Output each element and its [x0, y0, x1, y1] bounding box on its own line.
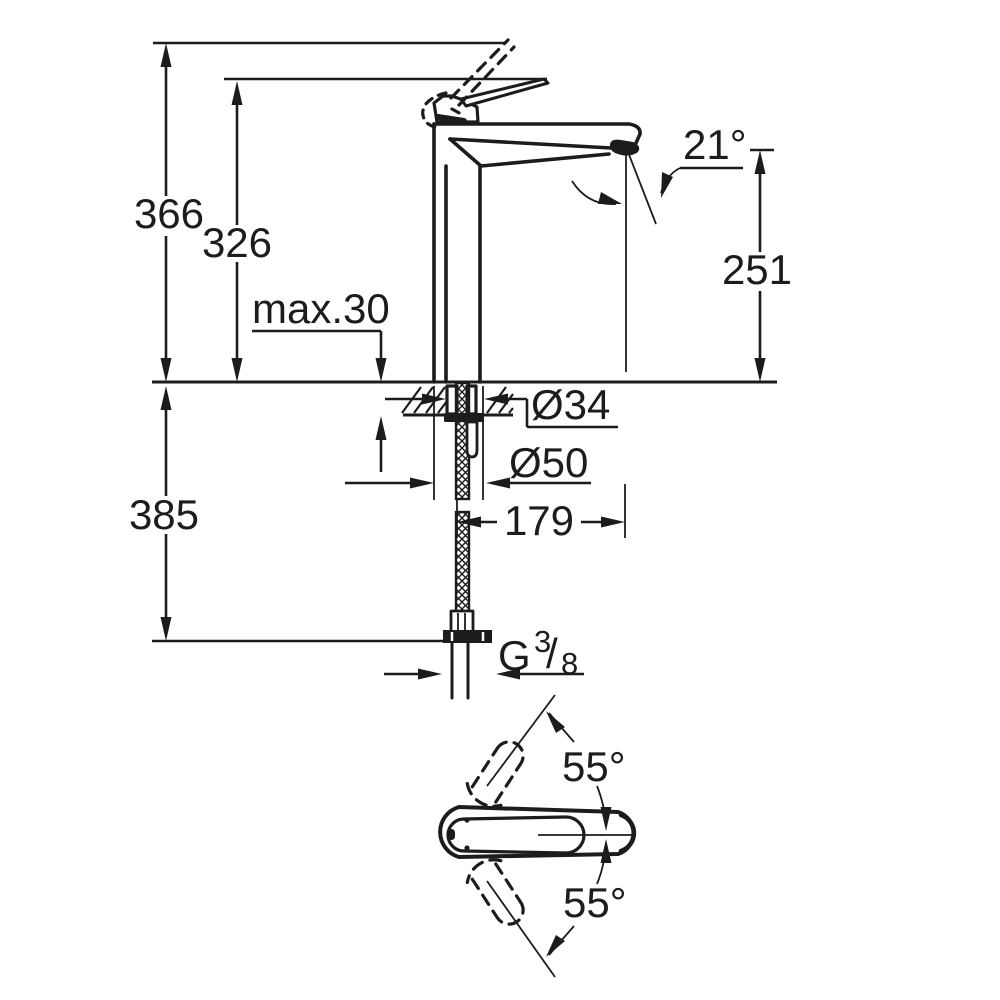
- arrowhead: [160, 617, 172, 641]
- arrowhead: [160, 386, 172, 410]
- aerator-outlet: [609, 139, 640, 156]
- mounting-stud: [465, 420, 479, 459]
- arrowhead: [661, 172, 673, 198]
- under-deck-assembly: [433, 381, 492, 700]
- arrowhead: [457, 516, 481, 528]
- connection-tube: [450, 641, 470, 700]
- arrowhead: [375, 416, 387, 440]
- arrowhead: [160, 43, 172, 67]
- dim-outlet-height-label: 251: [722, 246, 792, 293]
- stream-curved-arrow: [571, 180, 617, 205]
- handle-cap-marker: [447, 829, 455, 840]
- hose-nut-slits: [450, 632, 485, 641]
- dim-thread-slash: /: [546, 630, 558, 677]
- phantom-handle-lower: [465, 858, 525, 926]
- arrowhead: [598, 192, 622, 204]
- arrowhead: [422, 393, 446, 405]
- arrowhead: [754, 358, 766, 382]
- swivel-lower-line: [486, 880, 556, 978]
- handle-dot-top: [464, 817, 470, 823]
- dimension-annotations: 366 326 max.30 385 251 21°: [129, 41, 792, 681]
- dim-hole-diameter-label: Ø34: [531, 381, 610, 428]
- dim-spout-reach-label: 179: [504, 497, 574, 544]
- phantom-handle-upper: [465, 740, 525, 808]
- arrowhead: [600, 839, 612, 863]
- handle-base-shadow: [435, 114, 467, 124]
- arrowhead: [486, 477, 510, 489]
- swivel-upper-line: [486, 694, 556, 787]
- spout-under-front-edge: [479, 152, 611, 168]
- dim-thread-numerator: 3: [534, 624, 551, 659]
- dim-thread-letter: G: [498, 632, 531, 679]
- spout-under-back-edge: [448, 137, 613, 150]
- hose-nut: [443, 630, 492, 643]
- phantom-lever-line-2: [457, 45, 516, 107]
- mounting-washer: [444, 413, 484, 422]
- arrowhead: [375, 358, 387, 382]
- arrowhead: [231, 358, 243, 382]
- phantom-handle-inner-dash: [450, 107, 463, 116]
- handle-tip-cap: [618, 812, 637, 854]
- handle-dot-bottom: [464, 845, 470, 851]
- dim-total-height-label: 366: [134, 190, 204, 237]
- arrowhead: [160, 358, 172, 382]
- handle-lever: [459, 77, 550, 108]
- dim-dia34-lines: [385, 397, 618, 429]
- arrowhead: [410, 477, 434, 489]
- phantom-lever-line-1: [449, 38, 510, 100]
- arrowhead: [601, 516, 625, 528]
- dim-spout-height-label: 326: [202, 219, 272, 266]
- dim-hose-drop-label: 385: [129, 491, 199, 538]
- arrowhead: [546, 935, 565, 957]
- arrowhead: [496, 668, 520, 680]
- arrowhead: [546, 711, 565, 733]
- dim-swivel-upper-label: 55°: [562, 743, 626, 790]
- hose-crimp: [449, 609, 475, 634]
- stream-tilted-line: [627, 151, 657, 225]
- arrowhead: [600, 807, 612, 831]
- dim-max30-leader: [252, 329, 383, 358]
- spout-top-edge: [432, 122, 642, 145]
- front-view-faucet: [421, 38, 642, 384]
- spout-chamfer: [448, 137, 483, 168]
- dim-spout-angle-label: 21°: [683, 121, 747, 168]
- dim-thread-denominator: 8: [561, 646, 578, 681]
- arrowhead: [484, 393, 508, 405]
- arrowhead: [231, 81, 243, 105]
- dim-swivel-lower-label: 55°: [563, 879, 627, 926]
- braided-hose: [454, 510, 471, 615]
- top-view-handle: 55° 55°: [438, 694, 637, 978]
- arrowhead: [418, 668, 442, 680]
- dim-deck-max-label: max.30: [252, 285, 390, 332]
- phantom-handle-outline: [421, 91, 448, 130]
- hose-crimp-lines: [457, 613, 466, 630]
- dim-base-diameter-label: Ø50: [509, 439, 588, 486]
- handle-inner-outline: [446, 815, 586, 855]
- arrowhead: [754, 150, 766, 174]
